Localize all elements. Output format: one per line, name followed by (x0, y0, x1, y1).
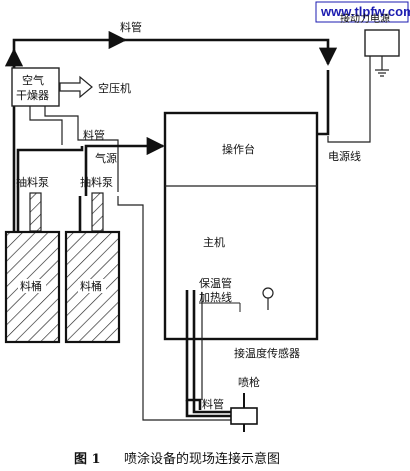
spray-gun-body (230, 407, 258, 425)
main-machine-box (163, 111, 319, 341)
tank-left-label-bg (18, 279, 46, 293)
air-line-right (44, 106, 119, 192)
spray-gun-label: 喷枪 (238, 375, 260, 389)
air-dryer-label-2: 干燥器 (16, 89, 49, 102)
top-material-pipe (12, 38, 338, 232)
bottom-material-pipe-2 (192, 395, 231, 414)
top-pipe-to-console (318, 70, 330, 136)
mid-material-pipe (84, 136, 165, 196)
pump-left-label: 抽料泵 (16, 175, 49, 189)
air-line-to-gun (117, 196, 231, 421)
top-pipe-label: 料管 (120, 20, 142, 34)
caption-title: 喷涂设备的现场连接示意图 (124, 451, 280, 467)
compressor-arrow (59, 75, 93, 99)
mid-pipe-left-branch (16, 146, 84, 196)
pump-left-shaft (29, 192, 42, 232)
power-line-label: 电源线 (328, 149, 361, 163)
host-label: 主机 (203, 235, 225, 249)
tank-right-label-bg (78, 279, 106, 293)
power-line (327, 56, 371, 143)
air-source-label: 气源 (95, 151, 117, 165)
pump-right-shaft (91, 192, 104, 232)
caption-number: 图 1 (74, 452, 101, 467)
temp-sensor-icon (262, 287, 274, 299)
bottom-pipe-label: 料管 (202, 397, 224, 411)
tank-left (4, 230, 61, 344)
tank-left-label: 料桶 (20, 279, 42, 293)
tank-right-label: 料桶 (80, 279, 102, 293)
heating-wire-label: 加热线 (199, 290, 232, 304)
watermark: www.tlpfw.com (320, 4, 410, 19)
watermark-box (315, 1, 409, 23)
air-line-left (29, 106, 63, 145)
compressor-label: 空压机 (98, 81, 131, 95)
power-supply-label: 接动力电源 (340, 12, 390, 25)
bottom-material-pipe (185, 400, 231, 418)
console-label: 操作台 (222, 142, 255, 156)
mid-pipe-label: 料管 (83, 128, 105, 142)
insulation-pipe-label: 保温管 (199, 276, 232, 290)
temp-sensor-label: 接温度传感器 (234, 346, 300, 360)
air-dryer-label-1: 空气 (22, 73, 44, 87)
pump-right-label: 抽料泵 (80, 175, 113, 189)
air-dryer-box (11, 67, 60, 107)
power-supply-box (364, 29, 400, 57)
